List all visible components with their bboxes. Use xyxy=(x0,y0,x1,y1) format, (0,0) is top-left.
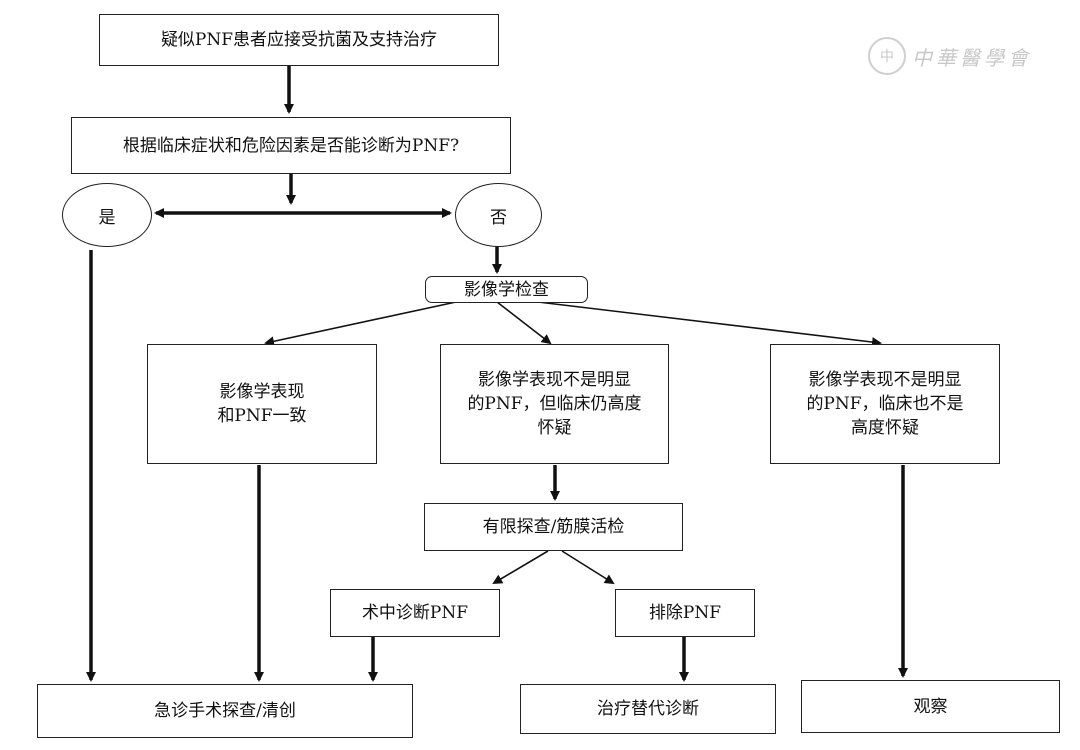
imaging-exam-label: 影像学检查 xyxy=(464,279,549,300)
imaging-unclear-high-suspicion-label: 影像学表现不是明显 的PNF，但临床仍高度 怀疑 xyxy=(467,370,642,438)
limited-exploration-label: 有限探查/筋膜活检 xyxy=(482,517,625,537)
no-label: 否 xyxy=(490,207,507,228)
intraop-diagnosis-label: 术中诊断PNF xyxy=(361,603,469,623)
limited-exploration-node: 有限探查/筋膜活检 xyxy=(424,503,683,551)
society-seal-icon: 中 xyxy=(868,37,906,75)
observe-node: 观察 xyxy=(801,680,1060,733)
imaging-consistent-node: 影像学表现 和PNF一致 xyxy=(147,344,377,464)
arrow-imaging-to-high-suspicion xyxy=(496,301,552,345)
excluded-pnf-node: 排除PNF xyxy=(615,589,755,637)
start-node-label: 疑似PNF患者应接受抗菌及支持治疗 xyxy=(160,30,438,50)
chinese-medical-association-watermark: 中 中華醫學會 xyxy=(868,36,1058,76)
no-decision-node: 否 xyxy=(455,183,542,247)
diagnosis-question-label: 根据临床症状和危险因素是否能诊断为PNF? xyxy=(122,135,460,156)
imaging-unclear-low-suspicion-node: 影像学表现不是明显 的PNF，临床也不是 高度怀疑 xyxy=(770,344,1000,464)
yes-label: 是 xyxy=(98,207,116,228)
arrow-exploration-to-excluded xyxy=(561,550,615,585)
observe-label: 观察 xyxy=(913,696,948,717)
arrow-imaging-to-low-suspicion xyxy=(537,301,882,348)
yes-decision-node: 是 xyxy=(62,183,152,247)
arrow-imaging-to-consistent xyxy=(264,301,457,347)
alternative-diagnosis-label: 治疗替代诊断 xyxy=(597,699,699,719)
imaging-exam-node: 影像学检查 xyxy=(425,276,588,303)
intraop-diagnosis-node: 术中诊断PNF xyxy=(330,589,500,637)
emergency-surgery-label: 急诊手术探查/清创 xyxy=(154,701,296,721)
imaging-consistent-label: 影像学表现 和PNF一致 xyxy=(217,382,307,426)
excluded-pnf-label: 排除PNF xyxy=(648,603,722,623)
start-node: 疑似PNF患者应接受抗菌及支持治疗 xyxy=(99,14,499,66)
imaging-unclear-high-suspicion-node: 影像学表现不是明显 的PNF，但临床仍高度 怀疑 xyxy=(440,344,669,464)
diagnosis-question-node: 根据临床症状和危险因素是否能诊断为PNF? xyxy=(71,117,511,174)
arrow-exploration-to-intraop xyxy=(492,550,549,585)
alternative-diagnosis-node: 治疗替代诊断 xyxy=(520,684,776,734)
emergency-surgery-node: 急诊手术探查/清创 xyxy=(37,684,413,738)
imaging-unclear-low-suspicion-label: 影像学表现不是明显 的PNF，临床也不是 高度怀疑 xyxy=(806,370,964,438)
